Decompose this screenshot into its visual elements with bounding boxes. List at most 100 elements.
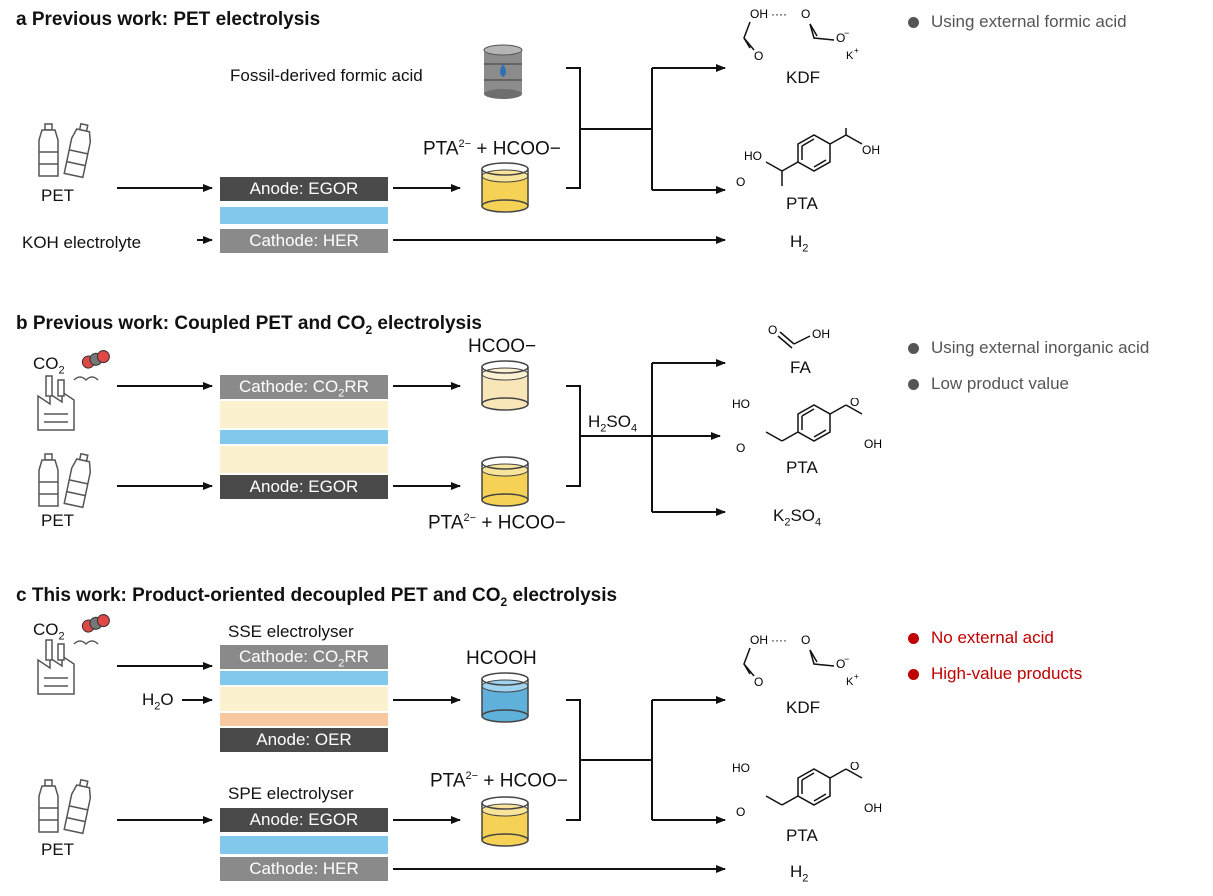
note-no-external-acid: No external acid [908, 628, 1054, 648]
note-bullet-icon [908, 378, 919, 390]
beaker-yellow-icon [481, 456, 529, 507]
cathode-her-bar: Cathode: HER [220, 857, 388, 881]
svg-text:O: O [850, 762, 859, 773]
membrane-strip [220, 430, 388, 444]
note-external-formic-acid: Using external formic acid [908, 12, 1127, 32]
anode-egor-bar: Anode: EGOR [220, 808, 388, 832]
panel-c-title: c This work: Product-oriented decoupled … [16, 585, 618, 609]
anode-egor-bar: Anode: EGOR [220, 475, 388, 499]
factory-co2-icon [37, 350, 110, 431]
svg-text:O: O [801, 633, 810, 647]
membrane-strip [220, 207, 388, 224]
svg-text:−: − [844, 28, 849, 38]
beaker-blue-icon [481, 672, 529, 723]
beaker-yellow-icon [481, 162, 529, 213]
svg-text:HO: HO [744, 149, 762, 163]
note-high-value-products: High-value products [908, 664, 1082, 684]
note-bullet-icon [908, 342, 919, 354]
panel-a-title: a Previous work: PET electrolysis [16, 9, 321, 30]
svg-text:····: ···· [771, 633, 787, 647]
note-external-inorganic-acid: Using external inorganic acid [908, 338, 1149, 358]
pta-molecule-icon: HO O O OH [732, 398, 882, 455]
pet-label: PET [41, 186, 75, 205]
sse-electrolyser-label: SSE electrolyser [228, 622, 354, 641]
pta-molecule-icon: HO O OH [736, 128, 880, 188]
co2-label: CO2 [33, 620, 65, 643]
pet-bottles-icon [38, 778, 92, 835]
svg-text:OH: OH [812, 327, 830, 341]
hcoo-label: HCOO− [468, 336, 537, 357]
svg-text:OH: OH [864, 801, 882, 815]
pta-label: PTA [786, 194, 818, 213]
anolyte-strip [220, 446, 388, 473]
k2so4-label: K2SO4 [773, 506, 822, 529]
cathode-her-bar: Cathode: HER [220, 229, 388, 253]
svg-text:K: K [846, 50, 854, 62]
pta-label: PTA [786, 826, 818, 845]
membrane-strip [220, 671, 388, 685]
note-low-product-value: Low product value [908, 374, 1069, 394]
ion-exchange-strip [220, 713, 388, 726]
h2so4-label: H2SO4 [588, 412, 638, 435]
co2-label: CO2 [33, 354, 65, 377]
pta-molecule-icon: HO O O OH [732, 762, 882, 819]
svg-text:HO: HO [732, 398, 750, 411]
pet-bottles-icon [38, 452, 92, 509]
catholyte-strip [220, 401, 388, 428]
kdf-label: KDF [786, 698, 820, 717]
pet-label: PET [41, 511, 75, 530]
fa-label: FA [790, 358, 811, 377]
koh-electrolyte-label: KOH electrolyte [22, 233, 142, 252]
hcooh-label: HCOOH [466, 648, 537, 669]
cathode-co2rr-bar: Cathode: CO2RR [220, 375, 388, 399]
spe-electrolyser-label: SPE electrolyser [228, 784, 354, 803]
note-bullet-icon [908, 668, 919, 680]
svg-text:+: + [854, 46, 859, 55]
svg-text:····: ···· [771, 7, 787, 21]
svg-text:O: O [850, 398, 859, 409]
solid-electrolyte-strip [220, 687, 388, 711]
cathode-co2rr-bar: Cathode: CO2RR [220, 645, 388, 669]
svg-text:O: O [736, 175, 745, 188]
pta-hcoo-label: PTA2− + HCOO− [428, 512, 566, 534]
note-bullet-icon [908, 632, 919, 644]
svg-text:O: O [754, 675, 763, 689]
pta-hcoo-label: PTA2− + HCOO− [423, 138, 561, 160]
kdf-molecule-icon: OH ···· O O O − K + [743, 633, 859, 689]
pta-label: PTA [786, 458, 818, 477]
anode-egor-bar: Anode: EGOR [220, 177, 388, 201]
factory-co2-icon [37, 614, 110, 695]
svg-text:O: O [736, 441, 745, 455]
oil-barrel-icon [483, 44, 523, 99]
pta-hcoo-label: PTA2− + HCOO− [430, 770, 568, 792]
svg-text:K: K [846, 676, 854, 688]
svg-text:OH: OH [750, 633, 768, 647]
svg-text:O: O [836, 31, 845, 45]
kdf-molecule-icon: OH ···· O O O − K + [743, 7, 859, 63]
h2o-label: H2O [142, 690, 174, 713]
beaker-yellow-icon [481, 796, 529, 847]
fa-molecule-icon: O OH [768, 323, 830, 349]
svg-text:OH: OH [750, 7, 768, 21]
svg-text:HO: HO [732, 762, 750, 775]
anode-oer-bar: Anode: OER [220, 728, 388, 752]
svg-text:−: − [844, 654, 849, 664]
pet-bottles-icon [38, 122, 92, 179]
svg-text:OH: OH [862, 143, 880, 157]
svg-text:+: + [854, 672, 859, 681]
note-bullet-icon [908, 16, 919, 28]
pet-label: PET [41, 840, 75, 859]
kdf-label: KDF [786, 68, 820, 87]
h2-label: H2 [790, 862, 809, 885]
panel-b-title: b Previous work: Coupled PET and CO2 ele… [16, 313, 482, 337]
svg-text:O: O [768, 323, 777, 337]
svg-text:OH: OH [864, 437, 882, 451]
svg-text:O: O [836, 657, 845, 671]
membrane-strip [220, 836, 388, 854]
h2-label: H2 [790, 232, 809, 255]
beaker-pale-icon [481, 360, 529, 411]
fossil-formic-acid-label: Fossil-derived formic acid [230, 66, 423, 85]
svg-text:O: O [754, 49, 763, 63]
